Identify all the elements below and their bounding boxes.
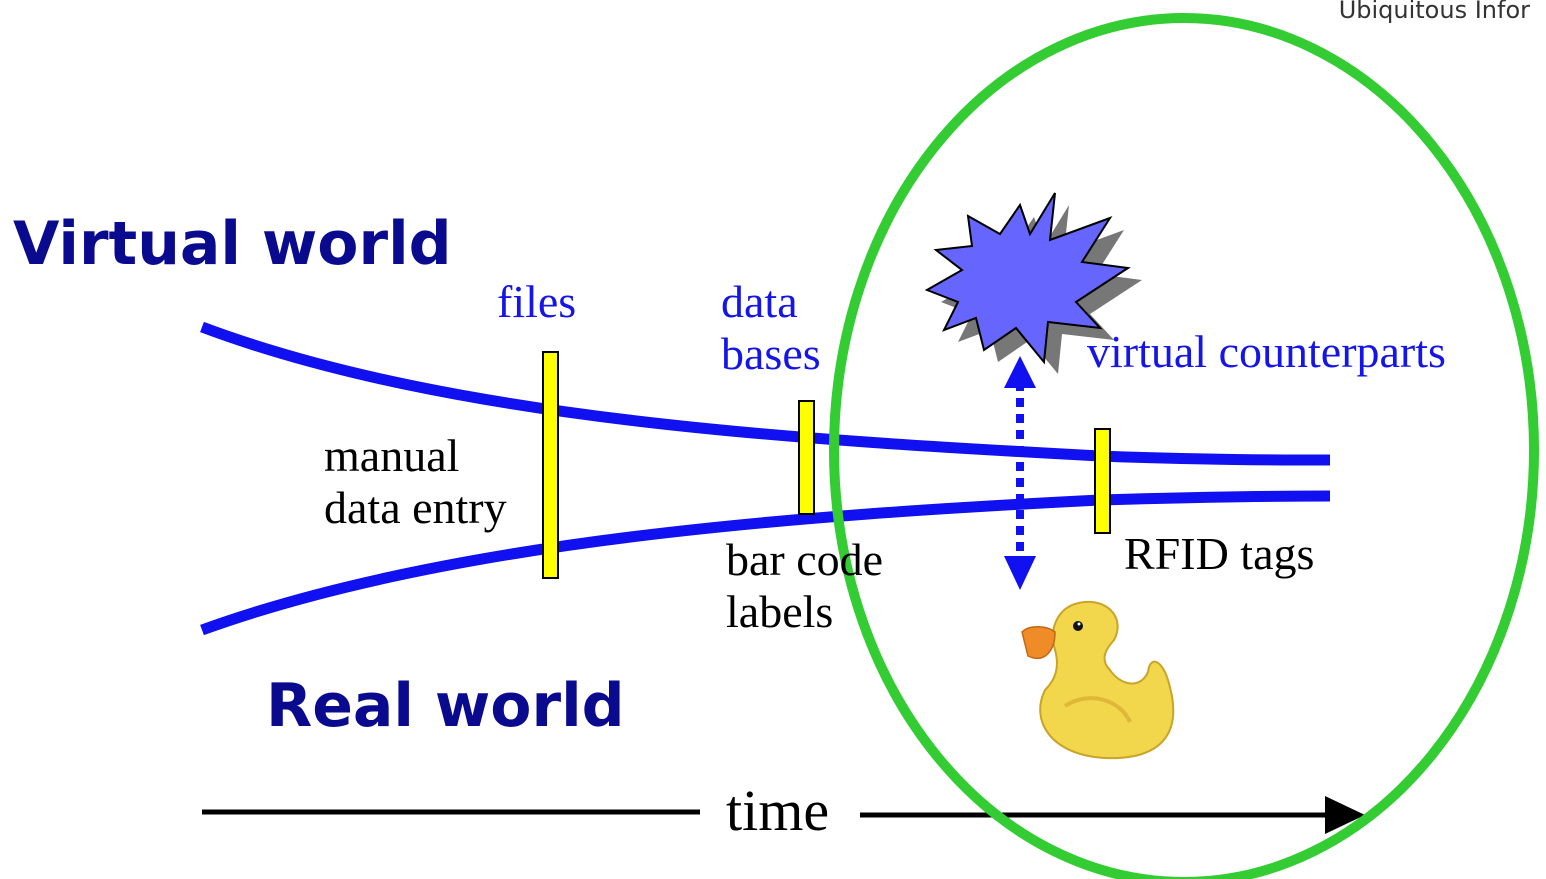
bar-code-labels-label: bar code labels	[726, 534, 883, 638]
time-arrowhead-icon	[1325, 796, 1365, 834]
manual-data-entry-label: manual data entry	[324, 430, 507, 534]
virtual-world-heading: Virtual world	[13, 209, 452, 279]
time-label: time	[712, 782, 844, 840]
data-bases-label: data bases	[721, 276, 821, 380]
files-label: files	[497, 276, 577, 327]
ubiquitous-ellipse	[829, 13, 1539, 879]
real-world-heading: Real world	[266, 671, 625, 741]
header-text: Ubiquitous Infor	[1338, 0, 1530, 24]
barcode-line-1: bar code	[726, 534, 884, 585]
real-world-curve	[200, 490, 1331, 636]
virtual-world-curve	[200, 321, 1331, 466]
rfid-tags-label: RFID tags	[1124, 528, 1315, 579]
manual-line-2: data entry	[324, 482, 507, 533]
rfid-marker	[1094, 428, 1111, 534]
virtual-counterpart-star-icon	[924, 192, 1142, 374]
files-marker	[542, 351, 559, 579]
manual-line-1: manual	[324, 430, 460, 481]
barcode-line-2: labels	[726, 586, 834, 637]
bidirectional-dotted-arrow-icon	[1004, 356, 1036, 590]
data-bases-line-2: bases	[721, 328, 821, 379]
barcode-marker	[798, 400, 815, 515]
virtual-counterparts-label: virtual counterparts	[1087, 326, 1446, 377]
rubber-duck-icon	[1021, 600, 1175, 760]
data-bases-line-1: data	[721, 276, 798, 327]
